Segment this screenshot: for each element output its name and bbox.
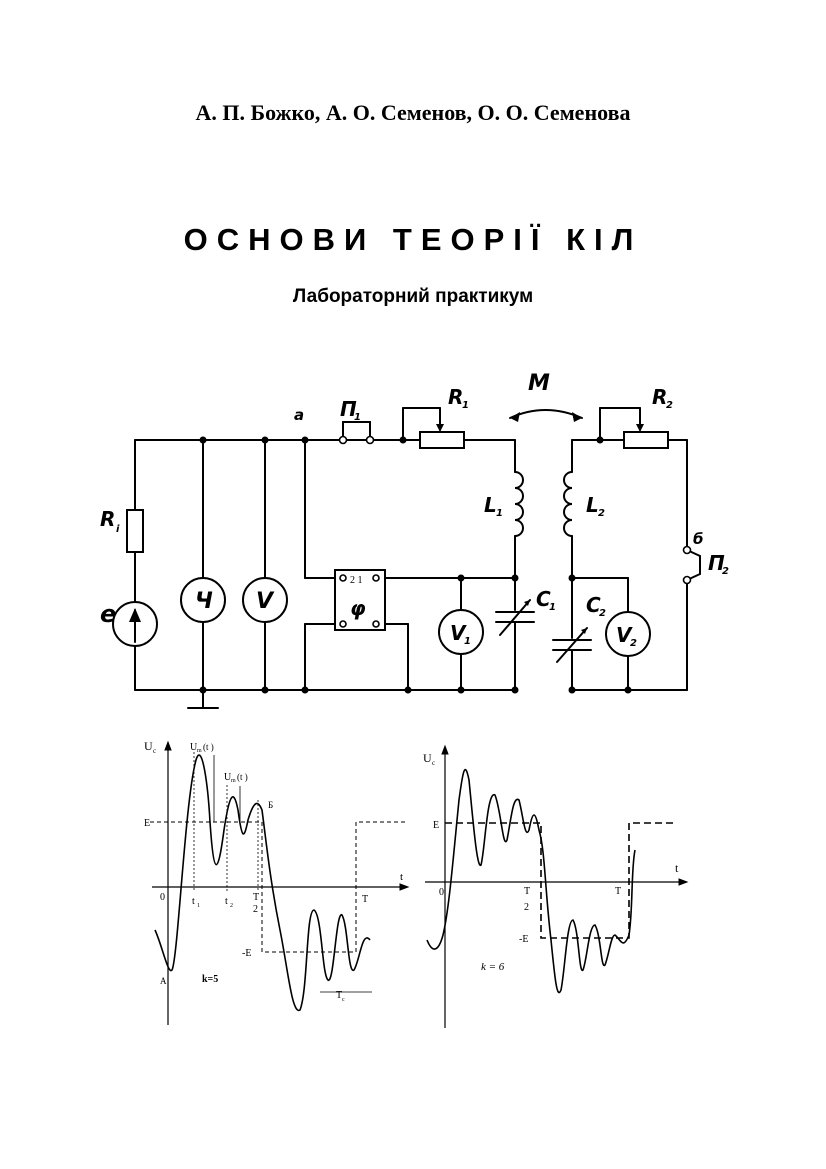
label-switch1: П	[340, 397, 357, 421]
label-voltmeter: V	[256, 589, 275, 614]
label-c2-sub: 2	[599, 608, 606, 619]
label-c1: C	[536, 587, 551, 611]
authors: А. П. Божко, А. О. Семенов, О. О. Семено…	[195, 100, 631, 125]
origin-label-r: 0	[439, 887, 444, 898]
label-switch2: П	[708, 551, 725, 575]
label-r1-sub: 1	[462, 400, 469, 411]
resistor-r2	[623, 431, 669, 449]
label-v1: V	[450, 621, 467, 645]
waveform-k5	[154, 754, 371, 1011]
half-t-num-r: T	[524, 886, 530, 897]
resistor-r1	[419, 431, 465, 449]
inductor-l2	[563, 471, 573, 537]
label-node-b: б	[693, 530, 703, 548]
phase-meter	[334, 569, 386, 631]
um1-arg: (t )	[203, 742, 214, 752]
transient-graph-k6: U c t 0 E -E T 2 T k = 6	[423, 744, 689, 1028]
half-t-den-r: 2	[524, 902, 529, 913]
k-value-label: k=5	[202, 974, 218, 985]
um2-label: U	[224, 772, 232, 783]
circuit-diagram: R i e Ч V a П 1 R 1 M R 2 L 1 L 2 б П 2 …	[100, 371, 729, 709]
mutual-inductance-arc	[509, 409, 583, 419]
label-switch1-sub: 1	[354, 412, 361, 423]
book-subtitle: Лабораторний практикум	[292, 286, 534, 307]
t1-label: t	[192, 896, 195, 907]
um2-arg: (t )	[237, 772, 248, 782]
half-t-num: T	[253, 892, 259, 903]
half-t-den: 2	[253, 904, 258, 915]
label-v1-sub: 1	[464, 636, 471, 647]
t2-label: t	[225, 896, 228, 907]
x-axis-label-r: t	[675, 861, 679, 875]
label-v2: V	[616, 623, 633, 647]
label-switch2-sub: 2	[722, 566, 729, 577]
label-r2-sub: 2	[666, 400, 673, 411]
label-c2: C	[586, 593, 601, 617]
label-c1-sub: 1	[549, 602, 556, 613]
waveform-k6	[426, 768, 636, 994]
t2-sub: 2	[230, 903, 233, 909]
label-v2-sub: 2	[630, 638, 637, 649]
x-axis-label: t	[400, 871, 403, 883]
label-ri-sub: i	[116, 524, 120, 535]
k-value-label-r: k = 6	[481, 961, 505, 973]
e-level-label: E	[144, 818, 150, 829]
point-b-label: Б	[268, 800, 273, 810]
minus-e-label-r: -E	[519, 934, 528, 945]
origin-label: 0	[160, 892, 165, 903]
t-period-label: T	[362, 894, 368, 905]
label-e: e	[100, 600, 116, 628]
um1-sub: m	[197, 748, 202, 754]
y-axis-sub-r: c	[432, 759, 435, 767]
inductor-l1	[514, 471, 524, 537]
label-r2: R	[652, 385, 667, 409]
y-axis-label: U	[144, 739, 153, 753]
tc-sub: c	[342, 997, 345, 1003]
e-level-label-r: E	[433, 820, 439, 831]
label-r1: R	[448, 385, 463, 409]
t1-sub: 1	[197, 903, 200, 909]
label-phase-pins: 2 1	[350, 575, 363, 586]
y-axis-label-r: U	[423, 751, 432, 765]
minus-e-label: -E	[242, 948, 251, 959]
label-ri: R	[100, 507, 115, 531]
um2-sub: m	[231, 778, 236, 784]
label-l2-sub: 2	[598, 508, 605, 519]
tc-label: T	[336, 990, 342, 1001]
label-l1-sub: 1	[496, 508, 503, 519]
y-axis-sub: c	[153, 747, 156, 755]
capacitor-c1	[499, 599, 531, 636]
label-phase: φ	[350, 596, 366, 620]
resistor-ri	[126, 509, 144, 553]
transient-graph-k5: U c t 0 E -E t 1 t 2 T 2 T U m (t ) U m …	[144, 739, 410, 1025]
label-l1: L	[484, 493, 497, 517]
um1-label: U	[190, 742, 198, 753]
label-l2: L	[586, 493, 599, 517]
label-m: M	[528, 371, 550, 396]
book-title: ОСНОВИ ТЕОРІЇ КІЛ	[183, 222, 643, 257]
label-node-a: a	[294, 406, 304, 424]
point-a-label: A	[160, 976, 167, 986]
capacitor-c2	[556, 627, 588, 663]
t-period-label-r: T	[615, 886, 621, 897]
label-frequency: Ч	[195, 589, 213, 614]
